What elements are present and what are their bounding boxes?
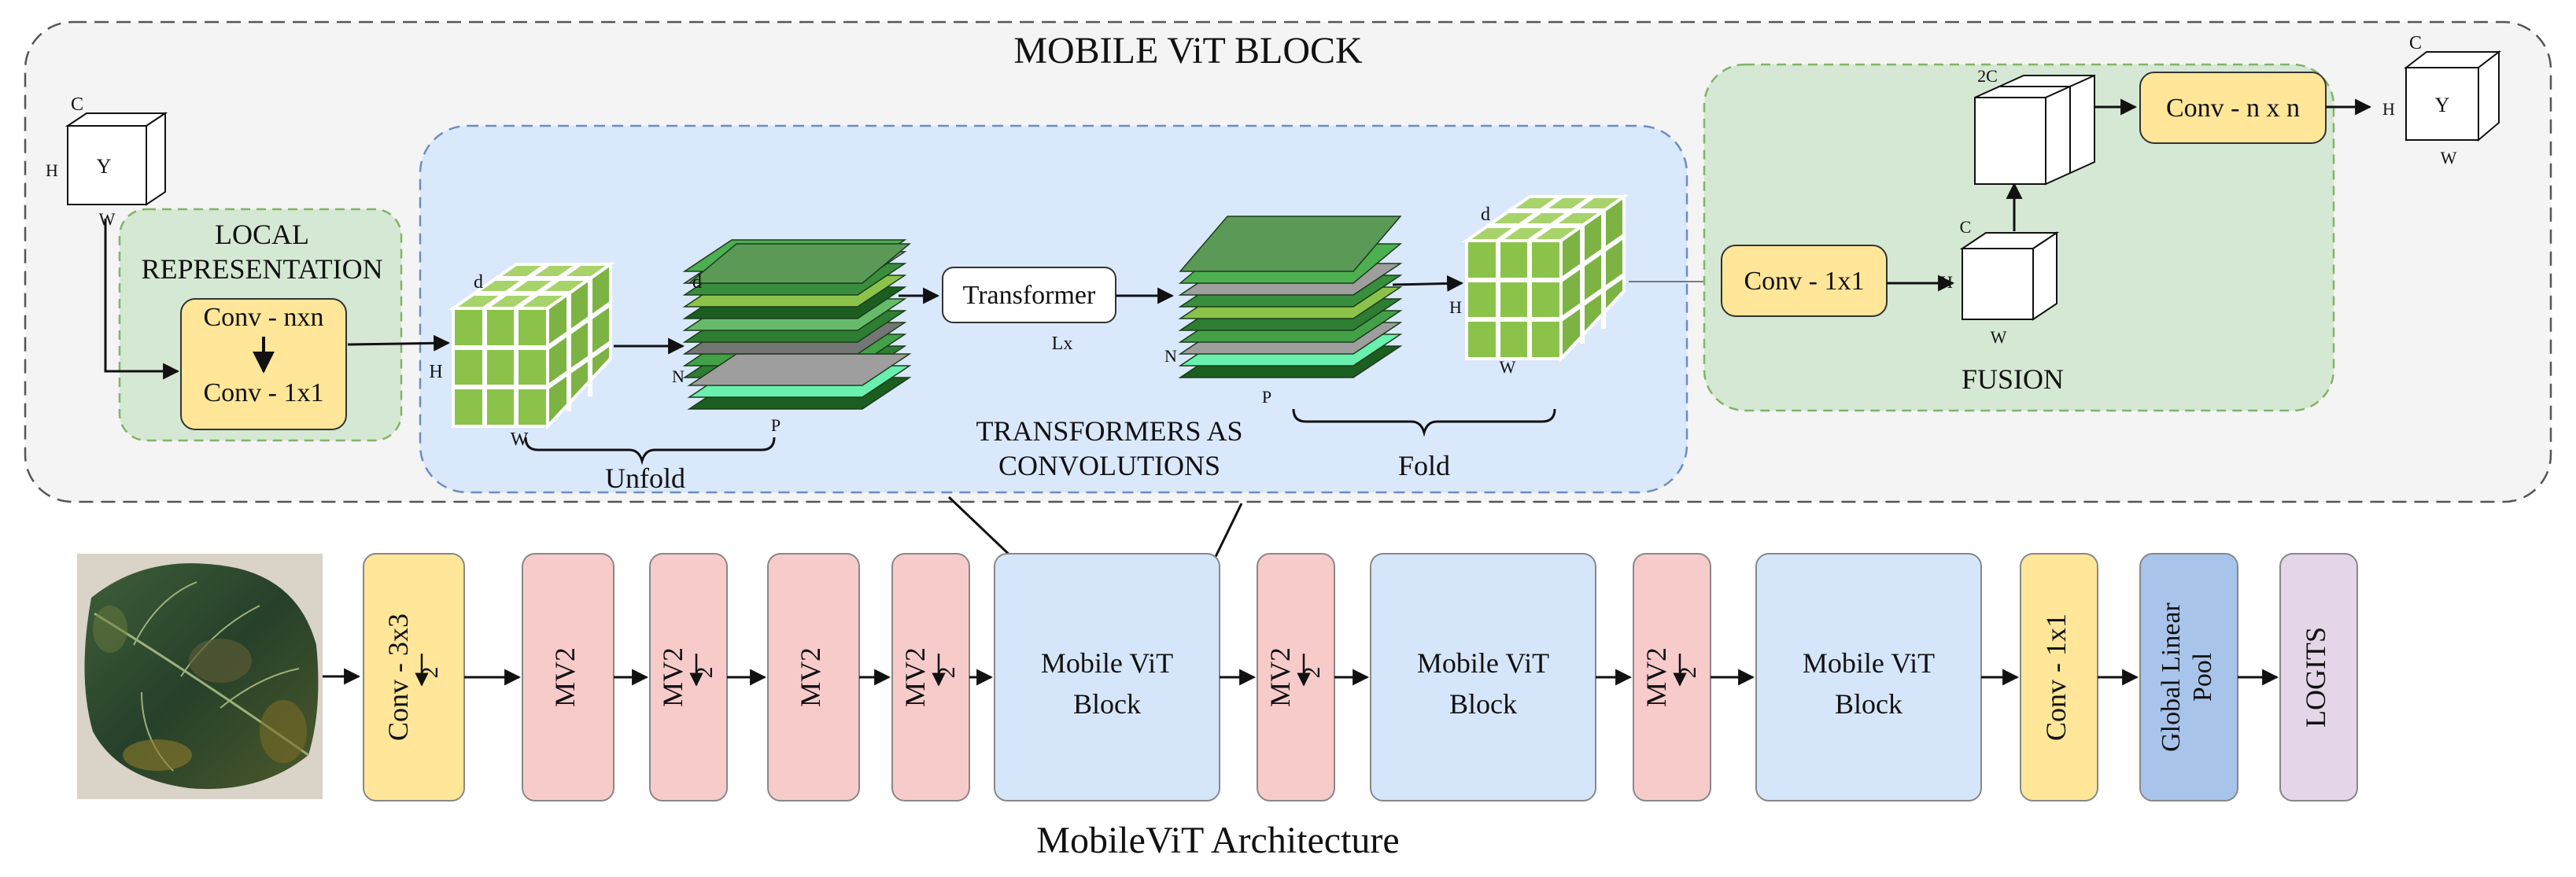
cube-left-width: W <box>511 429 529 450</box>
stage-label-line1: Global Linear <box>2157 602 2186 751</box>
local-representation-label-2: REPRESENTATION <box>141 253 382 285</box>
unfold-label: Unfold <box>605 462 685 494</box>
fusion-conv-nxn-label: Conv - n x n <box>2166 94 2300 123</box>
stage-mv2-3: MV2 <box>767 553 860 801</box>
input-cube-channels: C <box>71 94 83 115</box>
stage-label: Conv - 3x3 <box>382 614 414 741</box>
connector-right <box>1210 503 1243 566</box>
cube-right-depth: d <box>1481 205 1490 225</box>
stage-label: MV2 <box>899 647 931 707</box>
local-representation-label-1: LOCAL <box>215 219 309 250</box>
transformer-label: Transformer <box>963 281 1096 310</box>
stack-right <box>1178 216 1403 378</box>
stage-label-line2: Pool <box>2188 653 2217 702</box>
connector-left <box>947 496 1017 562</box>
stage-label: Conv - 1x1 <box>2040 614 2072 741</box>
output-cube-symbol: Y <box>2435 94 2450 116</box>
stage-label-line1: Mobile ViT <box>1417 647 1549 679</box>
cube-left-height: H <box>429 362 442 382</box>
output-cube-channels: C <box>2409 33 2422 53</box>
stage-label: MV2 <box>1264 647 1296 707</box>
input-cube-height: H <box>46 160 58 180</box>
local-conv-nxn: Conv - nxn <box>204 303 324 332</box>
stage-conv-1x1: Conv - 1x1 <box>2020 553 2098 801</box>
fusion-label: FUSION <box>1962 363 2064 395</box>
output-cube-height: H <box>2382 99 2395 119</box>
transformers-label-1: TRANSFORMERS AS <box>976 415 1242 447</box>
stack-left-count: N <box>672 367 685 386</box>
stage-vit-block-1: Mobile ViT Block <box>994 553 1220 801</box>
fusion-cube-2c <box>1974 74 2095 186</box>
architecture-title: MobileViT Architecture <box>1036 820 1399 861</box>
leaf-image <box>77 554 323 799</box>
stage-label: MV2 <box>1640 647 1672 707</box>
input-cube-width: W <box>99 209 116 229</box>
output-cube <box>2404 50 2501 142</box>
stage-label-line2: Block <box>1073 688 1141 720</box>
fold-label: Fold <box>1398 450 1450 481</box>
stage-label-line1: Mobile ViT <box>1803 647 1935 679</box>
fusion-cube-c-channels: C <box>1960 217 1972 237</box>
fusion-cube-c <box>1959 231 2060 321</box>
arrow-local-to-cube <box>347 334 451 352</box>
cube-left-depth: d <box>474 272 483 293</box>
input-cube: Y C H W <box>46 94 168 229</box>
cube-left <box>448 261 616 431</box>
stage-label-line2: Block <box>1835 688 1902 720</box>
transformer-repeat: Lx <box>1052 333 1073 354</box>
stack-right-patch: P <box>1262 387 1271 407</box>
stage-label-line2: Block <box>1449 688 1517 720</box>
stage-label: MV2 <box>549 647 581 707</box>
fusion-conv-1x1-box <box>1721 245 1888 317</box>
stage-box <box>363 553 465 801</box>
fusion-cube-c-width: W <box>1991 327 2007 347</box>
fold-brace <box>1292 408 1556 437</box>
arrow-stack-to-cube <box>1392 275 1464 292</box>
transformers-label-2: CONVOLUTIONS <box>998 450 1220 481</box>
fusion-conv-1x1-label: Conv - 1x1 <box>1744 267 1865 296</box>
stage-mv2-1: MV2 <box>522 553 614 801</box>
block-title: MOBILE ViT BLOCK <box>1013 30 1363 72</box>
input-cube-symbol: Y <box>97 155 112 178</box>
arrow-input-to-local <box>104 219 180 380</box>
stage-label-line1: Mobile ViT <box>1041 647 1173 679</box>
stack-left <box>682 239 912 410</box>
stage-box <box>2279 553 2358 801</box>
stack-left-patch: P <box>771 415 781 435</box>
stage-vit-block-2: Mobile ViT Block <box>1370 553 1596 801</box>
unfold-brace <box>524 437 776 466</box>
fusion-cube-2c-channels: 2C <box>1977 66 1998 86</box>
cube-right-height: H <box>1449 297 1462 317</box>
stage-label: LOGITS <box>2300 627 2331 728</box>
stage-label: MV2 <box>657 647 688 707</box>
fusion-cube-c-height: H <box>1940 272 1953 292</box>
local-conv-1x1: Conv - 1x1 <box>204 378 324 407</box>
cube-right <box>1461 193 1629 363</box>
stack-left-depth: d <box>692 272 702 293</box>
stage-logits: LOGITS <box>2279 553 2358 801</box>
output-cube-width: W <box>2441 148 2457 168</box>
stage-label: MV2 <box>795 647 826 707</box>
stack-right-count: N <box>1164 346 1177 366</box>
cube-right-width: W <box>1500 357 1516 377</box>
stage-vit-block-3: Mobile ViT Block <box>1755 553 1982 801</box>
